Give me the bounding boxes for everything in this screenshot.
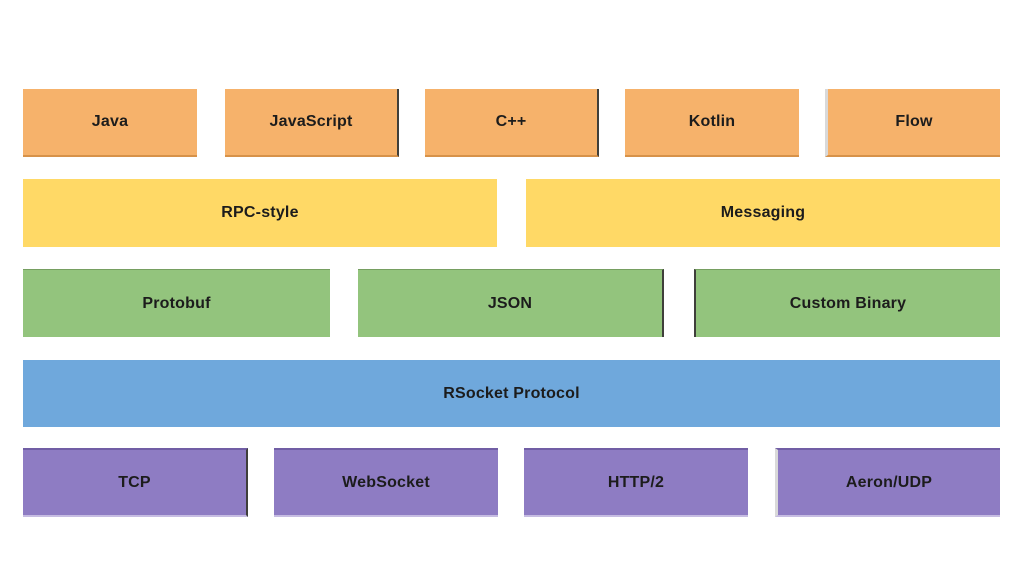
- box-cpp: C++: [425, 89, 599, 157]
- box-protobuf: Protobuf: [23, 269, 330, 337]
- box-label-java: Java: [91, 113, 129, 130]
- box-label-tcp: TCP: [118, 473, 151, 491]
- box-aeron-udp: Aeron/UDP: [775, 448, 1000, 517]
- box-label-kotlin: Kotlin: [688, 113, 736, 130]
- box-label-aeron-udp: Aeron/UDP: [845, 473, 933, 491]
- box-label-javascript: JavaScript: [269, 113, 353, 130]
- box-label-custom-binary: Custom Binary: [789, 294, 907, 312]
- box-label-flow: Flow: [895, 113, 933, 130]
- box-tcp: TCP: [23, 448, 248, 517]
- box-label-websocket: WebSocket: [342, 473, 430, 491]
- box-json: JSON: [358, 269, 664, 337]
- box-label-json: JSON: [487, 294, 533, 312]
- box-flow: Flow: [825, 89, 1000, 157]
- box-kotlin: Kotlin: [625, 89, 799, 157]
- box-label-rsocket-protocol: RSocket Protocol: [443, 384, 580, 402]
- box-http2: HTTP/2: [524, 448, 748, 517]
- box-websocket: WebSocket: [274, 448, 498, 517]
- box-label-protobuf: Protobuf: [142, 294, 211, 312]
- box-messaging: Messaging: [526, 179, 1000, 247]
- box-java: Java: [23, 89, 197, 157]
- box-rsocket-protocol: RSocket Protocol: [23, 360, 1000, 427]
- box-javascript: JavaScript: [225, 89, 399, 157]
- box-custom-binary: Custom Binary: [694, 269, 1000, 337]
- box-rpc-style: RPC-style: [23, 179, 497, 247]
- box-label-cpp: C++: [495, 113, 527, 130]
- box-label-messaging: Messaging: [720, 204, 806, 221]
- box-label-rpc-style: RPC-style: [221, 204, 299, 221]
- box-label-http2: HTTP/2: [607, 473, 665, 491]
